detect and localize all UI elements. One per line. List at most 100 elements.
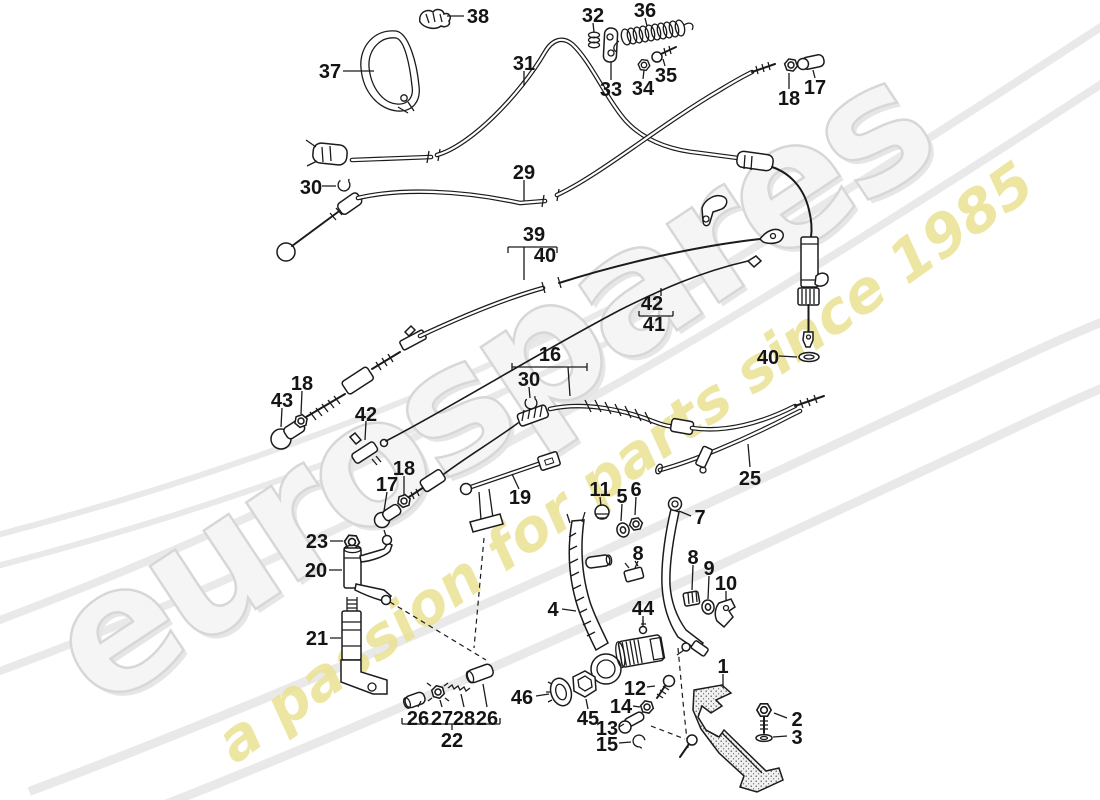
callout-1: 1 <box>717 656 728 678</box>
callout-43: 43 <box>271 390 293 412</box>
part-1-pedal <box>679 684 784 793</box>
bracket-39-40 <box>507 246 558 280</box>
part-32-coil <box>587 31 601 49</box>
callout-42-a: 42 <box>641 293 663 315</box>
part-7-lever <box>661 496 709 657</box>
callout-30-b: 30 <box>518 369 540 391</box>
callout-labels: 38 37 31 32 36 33 34 35 18 17 30 29 39 4… <box>271 0 826 756</box>
part-17-barrel-a <box>796 54 825 71</box>
part-9-washer <box>700 598 716 616</box>
part-4-lever <box>566 511 622 685</box>
callout-17-b: 17 <box>376 474 398 496</box>
callout-17-a: 17 <box>804 77 826 99</box>
cable-clamp-lever <box>701 195 728 227</box>
part-42-adjuster <box>348 431 382 466</box>
part-13-pin <box>618 711 645 734</box>
dashed-leaders <box>389 537 689 749</box>
part-35-bolt <box>651 45 677 63</box>
callout-8-b: 8 <box>687 547 698 569</box>
leader-lines <box>280 15 816 744</box>
rod-41-42 <box>379 255 763 448</box>
callout-40-b: 40 <box>757 347 779 369</box>
callout-5: 5 <box>616 486 627 508</box>
callout-44: 44 <box>632 598 655 620</box>
part-36-spring <box>613 19 694 53</box>
callout-2: 2 <box>791 709 802 731</box>
callout-20: 20 <box>305 560 327 582</box>
cable-actuator-column <box>797 236 829 363</box>
callout-30-a: 30 <box>300 177 322 199</box>
part-40-washer <box>798 351 820 363</box>
callout-11: 11 <box>589 479 610 501</box>
callout-9: 9 <box>703 558 714 580</box>
callout-26-a: 26 <box>407 708 429 730</box>
callout-39: 39 <box>523 224 545 246</box>
part-2-bolt <box>756 703 772 734</box>
callout-22: 22 <box>441 730 463 752</box>
callout-3: 3 <box>791 727 802 749</box>
part-8-clamp-a <box>623 560 645 583</box>
callout-16: 16 <box>539 344 561 366</box>
callout-7: 7 <box>694 507 705 529</box>
bracket-22 <box>401 718 501 730</box>
callout-45: 45 <box>577 708 599 730</box>
watermark-swoosh <box>0 22 1100 800</box>
callout-35: 35 <box>655 65 677 87</box>
callout-18-c: 18 <box>393 458 415 480</box>
part-11-capnut <box>594 504 610 520</box>
part-15-clip <box>631 733 647 750</box>
part-12-bolt <box>656 674 676 699</box>
part-38-clamp <box>419 8 451 30</box>
callout-36: 36 <box>634 0 656 22</box>
bracket-42-41 <box>638 288 674 317</box>
part-20-bellcrank <box>343 529 393 606</box>
part-3-washer <box>755 733 773 743</box>
callout-15: 15 <box>596 734 618 756</box>
callout-19: 19 <box>509 487 531 509</box>
callout-31: 31 <box>513 53 535 75</box>
callout-46: 46 <box>511 687 533 709</box>
part-10-bracket <box>714 598 736 629</box>
callout-33: 33 <box>600 79 622 101</box>
cable-16 <box>373 394 825 529</box>
part-21-post <box>340 597 388 695</box>
callout-21: 21 <box>306 628 328 650</box>
callout-18-a: 18 <box>778 88 800 110</box>
callout-23: 23 <box>306 531 328 553</box>
callout-40-a: 40 <box>534 245 556 267</box>
callout-18-b: 18 <box>291 373 313 395</box>
callout-8-a: 8 <box>632 543 643 565</box>
callout-4: 4 <box>547 599 559 621</box>
part-33-link <box>602 27 619 63</box>
part-6-nut <box>627 516 645 532</box>
callout-42-b: 42 <box>355 404 377 426</box>
part-14-nut <box>638 699 656 715</box>
part-19-rail <box>459 451 561 533</box>
callout-41: 41 <box>643 314 665 336</box>
part-46-ring <box>546 677 573 707</box>
callout-10: 10 <box>715 573 737 595</box>
callout-26-b: 26 <box>476 708 498 730</box>
callout-12: 12 <box>624 678 646 700</box>
part-8-bushing-b <box>682 590 701 607</box>
callout-13: 13 <box>596 718 618 740</box>
callout-25: 25 <box>739 468 761 490</box>
callout-6: 6 <box>630 479 641 501</box>
bracket-16 <box>511 363 588 397</box>
callout-38: 38 <box>467 6 489 28</box>
callout-32: 32 <box>582 5 604 27</box>
rod-39-40 <box>270 228 784 450</box>
part-30-clip-a <box>335 176 354 194</box>
part-34-nut <box>636 58 652 72</box>
callout-27: 27 <box>431 708 453 730</box>
callout-14: 14 <box>610 696 633 718</box>
callout-28: 28 <box>453 708 475 730</box>
cable-29 <box>276 61 776 262</box>
callout-37: 37 <box>319 61 341 83</box>
part-45-gasket <box>572 670 597 698</box>
part-37-ring <box>360 30 420 114</box>
part-25-tube <box>655 408 803 475</box>
part-44-switch <box>615 620 666 669</box>
